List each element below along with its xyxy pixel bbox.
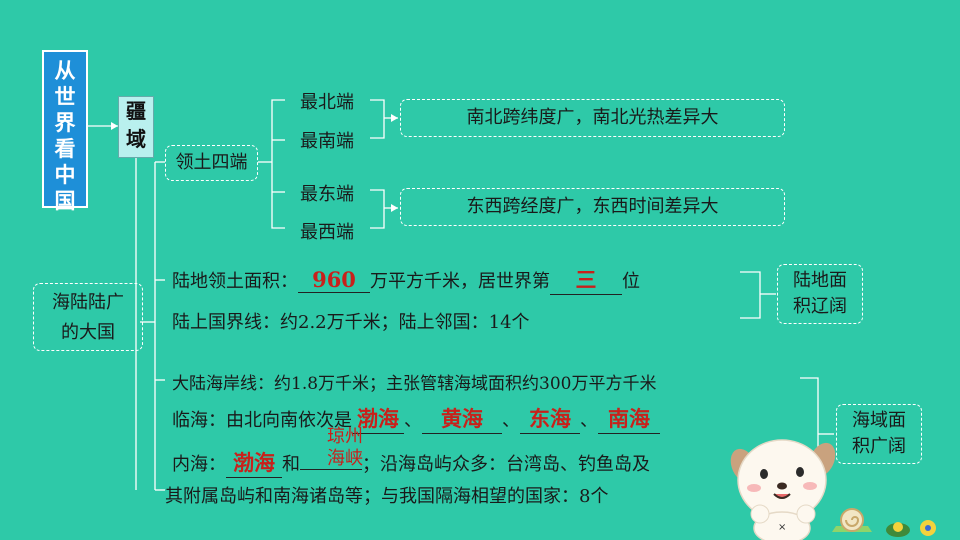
svg-text:×: × bbox=[778, 522, 786, 533]
answer-nanhai: 南海 bbox=[598, 403, 660, 434]
answer-960: 960 bbox=[298, 267, 370, 293]
islands-line: 其附属岛屿和南海诸岛等；与我国隔海相望的国家：8个 bbox=[165, 486, 609, 507]
big-country-line: 海陆陆广 bbox=[52, 292, 124, 313]
adjacent-seas-prefix: 临海：由北向南依次是 bbox=[172, 410, 352, 431]
separator: 、 bbox=[580, 410, 598, 431]
big-country-line: 的大国 bbox=[61, 322, 115, 343]
snail-illustration bbox=[832, 508, 872, 532]
and-word: 和 bbox=[282, 454, 300, 475]
end-south: 最南端 bbox=[300, 131, 354, 152]
title-char: 中 bbox=[54, 163, 76, 187]
title-char: 界 bbox=[54, 111, 76, 135]
big-country-box: 海陆陆广 的大国 bbox=[33, 283, 143, 351]
note-ew: 东西跨经度广，东西时间差异大 bbox=[400, 188, 785, 226]
answer-qiongzhou-strait: 琼州 海峡 bbox=[318, 426, 372, 470]
end-west: 最西端 bbox=[300, 222, 354, 243]
jiangyu-char: 疆 bbox=[126, 99, 146, 123]
coastline-line: 大陆海岸线：约1.8万千米；主张管辖海域面积约300万平方千米 bbox=[172, 374, 657, 394]
jiangyu-box: 疆 域 bbox=[118, 96, 154, 158]
inland-seas-line: 内海：渤海和 ；沿海岛屿众多：台湾岛、钓鱼岛及 bbox=[172, 447, 650, 478]
land-area-suffix: 位 bbox=[622, 271, 640, 292]
land-area-mid: 万平方千米，居世界第 bbox=[370, 271, 550, 292]
jiangyu-char: 域 bbox=[126, 127, 146, 151]
end-north: 最北端 bbox=[300, 92, 354, 113]
title-char: 国 bbox=[54, 189, 76, 213]
vertical-title: 从 世 界 看 中 国 bbox=[42, 50, 88, 213]
answer-bohai: 渤海 bbox=[352, 403, 404, 434]
small-flower-illustration bbox=[920, 520, 936, 536]
answer-rank: 三 bbox=[550, 264, 622, 295]
separator: 、 bbox=[502, 410, 520, 431]
end-east: 最东端 bbox=[300, 184, 354, 205]
sea-box-line: 积广阔 bbox=[852, 436, 906, 457]
title-char: 从 bbox=[54, 59, 76, 83]
sea-box-line: 海域面 bbox=[852, 410, 906, 431]
cartoon-dog-illustration: × bbox=[730, 439, 836, 540]
title-char: 看 bbox=[54, 137, 76, 161]
sea-box: 海域面 积广阔 bbox=[836, 404, 922, 464]
strait-bottom: 海峡 bbox=[327, 448, 363, 469]
land-box: 陆地面 积辽阔 bbox=[777, 264, 863, 324]
answer-bohai-inland: 渤海 bbox=[226, 447, 282, 478]
answer-huanghai: 黄海 bbox=[422, 403, 502, 434]
strait-top: 琼州 bbox=[327, 426, 363, 447]
small-shell-illustration bbox=[886, 522, 910, 537]
note-ns: 南北跨纬度广，南北光热差异大 bbox=[400, 99, 785, 137]
inland-seas-prefix: 内海： bbox=[172, 454, 226, 475]
inland-seas-suffix: ；沿海岛屿众多：台湾岛、钓鱼岛及 bbox=[362, 454, 650, 475]
lingtu-box: 领土四端 bbox=[165, 145, 258, 181]
border-line: 陆上国界线：约2.2万千米；陆上邻国：14个 bbox=[172, 312, 530, 333]
land-area-prefix: 陆地领土面积： bbox=[172, 271, 298, 292]
answer-donghai: 东海 bbox=[520, 403, 580, 434]
title-char: 世 bbox=[54, 85, 76, 109]
land-box-line: 积辽阔 bbox=[793, 296, 847, 317]
adjacent-seas-line: 临海：由北向南依次是渤海、黄海、东海、南海 bbox=[172, 403, 660, 434]
land-box-line: 陆地面 bbox=[793, 270, 847, 291]
separator: 、 bbox=[404, 410, 422, 431]
